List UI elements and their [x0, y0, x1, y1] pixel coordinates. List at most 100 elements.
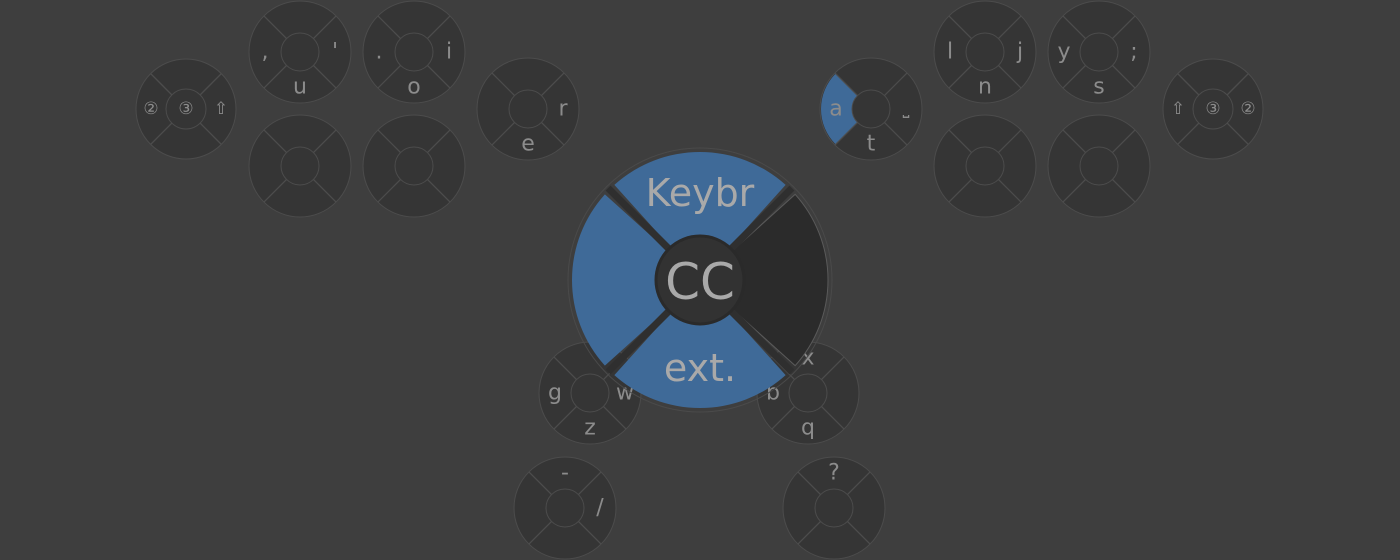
sector-divider: [997, 178, 1022, 203]
key-hub: [1079, 32, 1119, 72]
sector-divider: [491, 121, 516, 146]
sector-divider: [312, 178, 337, 203]
sector-divider: [948, 15, 973, 40]
sector-divider: [1111, 64, 1136, 89]
wheel-top-label: Keybr: [646, 171, 755, 215]
key-label-bottom: q: [801, 416, 815, 441]
key-label-bottom: s: [1093, 75, 1104, 100]
sector-divider: [540, 121, 565, 146]
key-hub: [965, 32, 1005, 72]
sector-divider: [553, 356, 578, 381]
sector-divider: [528, 520, 553, 545]
sector-divider: [1226, 73, 1249, 96]
key-label-right: i: [446, 40, 452, 65]
key-label-top: ?: [828, 461, 840, 486]
key-left-blank-1[interactable]: [248, 114, 352, 218]
sector-divider: [883, 121, 908, 146]
wheel-center-label: CC: [665, 253, 735, 311]
key-label-left: g: [548, 381, 562, 406]
sector-divider: [883, 72, 908, 97]
key-thumb-dash-slash[interactable]: -/: [513, 456, 617, 560]
key-label-left: a: [829, 97, 842, 122]
key-hub: [545, 488, 585, 528]
shift-icon: ⇧: [214, 99, 228, 119]
sector-divider: [1062, 64, 1087, 89]
key-thumb-x-q[interactable]: xbq: [756, 341, 860, 445]
key-label-bottom: t: [867, 132, 876, 157]
wheel-divider: [605, 185, 672, 252]
wheel-sector-bottom[interactable]: [614, 312, 786, 408]
key-right-blank-1[interactable]: [933, 114, 1037, 218]
key-label-left: ,: [262, 40, 269, 65]
sector-divider: [553, 405, 578, 430]
circled-three-icon: ③: [1205, 99, 1220, 119]
key-hub: [1192, 88, 1234, 130]
wheel-backdrop-ring: [567, 147, 833, 413]
key-label-right: r: [558, 97, 568, 122]
key-hub: [508, 89, 548, 129]
key-left-r-e[interactable]: re: [476, 57, 580, 161]
key-label-right: j: [1016, 40, 1023, 65]
key-left-comma-u[interactable]: , ' u: [248, 0, 352, 104]
shift-icon: ⇧: [1171, 99, 1185, 119]
sector-divider: [1062, 178, 1087, 203]
space-icon: ⎵: [903, 99, 910, 119]
wheel-hub[interactable]: [654, 234, 746, 326]
sector-divider: [820, 356, 845, 381]
key-label-right: ;: [1130, 40, 1137, 65]
key-left-blank-2[interactable]: [362, 114, 466, 218]
key-hub: [1079, 146, 1119, 186]
key-right-a-t[interactable]: a ⎵ t: [819, 57, 923, 161]
sector-divider: [1111, 15, 1136, 40]
key-hub: [814, 488, 854, 528]
key-label-bottom: u: [293, 75, 307, 100]
sector-divider: [577, 520, 602, 545]
key-label-left: y: [1057, 40, 1070, 65]
key-hub: [394, 146, 434, 186]
wheel-divider: [728, 185, 795, 252]
key-thumb-question[interactable]: ?: [782, 456, 886, 560]
circled-two-icon: ②: [143, 99, 158, 119]
key-hub: [851, 89, 891, 129]
sector-divider: [834, 121, 859, 146]
sector-divider: [377, 15, 402, 40]
sector-divider: [1062, 129, 1087, 154]
sector-divider: [1111, 129, 1136, 154]
sector-divider: [846, 471, 871, 496]
key-label-bottom: z: [584, 416, 596, 441]
sector-divider: [199, 122, 222, 145]
sector-divider: [377, 64, 402, 89]
key-right-blank-2[interactable]: [1047, 114, 1151, 218]
wheel-sector-top[interactable]: [614, 151, 786, 248]
sector-divider: [540, 72, 565, 97]
sector-divider: [948, 129, 973, 154]
highlighted-sector: [821, 73, 858, 145]
sector-divider: [426, 15, 451, 40]
key-hub: [570, 373, 610, 413]
wheel-sector-left[interactable]: [572, 194, 668, 366]
key-hub: [280, 32, 320, 72]
sector-divider: [997, 64, 1022, 89]
sector-divider: [834, 72, 859, 97]
key-right-y-s[interactable]: y; s: [1047, 0, 1151, 104]
key-label-right: ': [332, 40, 338, 65]
wheel-divider: [605, 308, 672, 375]
sector-divider: [426, 64, 451, 89]
key-label-bottom: o: [407, 75, 420, 100]
key-left-period-o[interactable]: .io: [362, 0, 466, 104]
sector-divider: [312, 64, 337, 89]
sector-divider: [491, 72, 516, 97]
key-hub: [165, 88, 207, 130]
sector-divider: [797, 471, 822, 496]
sector-divider: [820, 405, 845, 430]
sector-divider: [577, 471, 602, 496]
key-hub: [965, 146, 1005, 186]
key-hub: [394, 32, 434, 72]
